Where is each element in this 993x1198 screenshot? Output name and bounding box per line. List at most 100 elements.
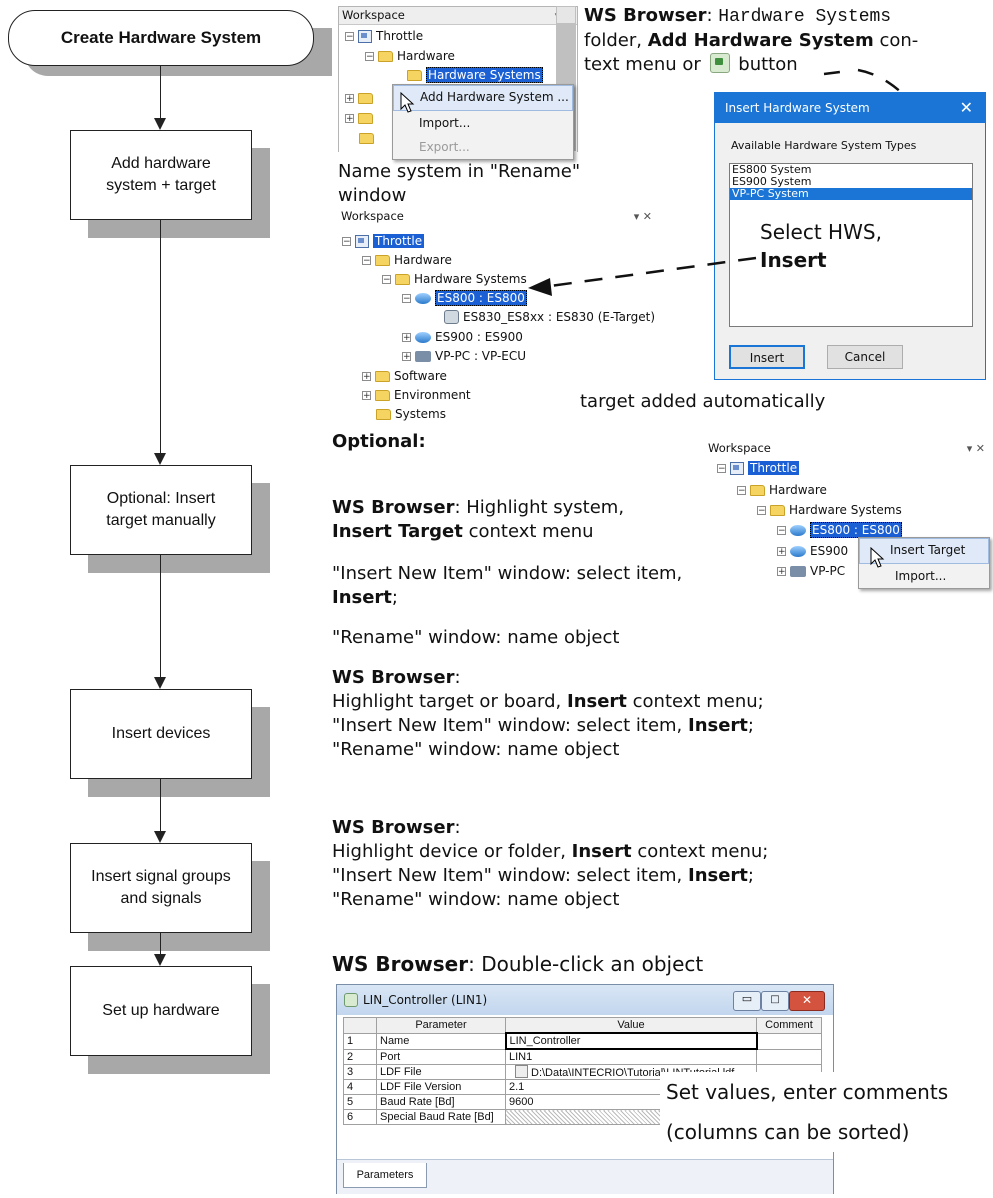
row-comment[interactable] [756,1032,822,1050]
menu-item-import[interactable]: Import... [419,116,471,130]
close-button[interactable]: ✕ [789,991,825,1011]
expand-icon[interactable]: + [777,566,786,577]
collapse-icon[interactable]: − [757,505,766,516]
row-comment[interactable] [756,1048,822,1065]
scrollbar-thumb[interactable] [556,6,576,24]
tree-node-collapsed[interactable]: + [345,109,377,127]
collapse-icon[interactable]: − [737,485,746,496]
note-text: ; [391,587,398,608]
header-parameter[interactable]: Parameter [376,1017,506,1034]
list-item[interactable]: ES900 System [732,175,812,188]
row-value-text: D:\Data\INTECRIO\Tutorial\LINTutorial.ld… [531,1067,735,1079]
row-value[interactable]: LIN_Controller [504,1032,758,1050]
menu-item-import[interactable]: Import... [895,569,947,583]
header-value[interactable]: Value [505,1017,757,1034]
collapse-icon[interactable]: − [365,51,374,62]
tree-node-hardware-systems[interactable]: Hardware Systems [407,66,543,84]
connector-2 [160,220,161,453]
workspace-controls[interactable]: ▾ ✕ [633,210,652,223]
collapse-icon[interactable]: − [777,525,786,536]
note-text: folder, [584,30,648,51]
expand-icon[interactable]: + [345,93,354,104]
tree-node-environment[interactable]: +Environment [362,386,471,404]
expand-icon[interactable]: + [402,351,411,362]
tree-node-es800[interactable]: −ES800 : ES800 [402,289,527,307]
expand-icon[interactable]: + [362,371,371,382]
collapse-icon[interactable]: − [362,255,371,266]
tree-label: ES830_ES8xx : ES830 (E-Target) [463,310,656,324]
folder-icon [407,69,422,81]
tree-node-hardware[interactable]: −Hardware [737,481,827,499]
tree-node-throttle[interactable]: −Throttle [345,27,423,45]
tree-label: Hardware [394,253,452,267]
tree-label: Hardware Systems [414,272,527,286]
menu-item-export[interactable]: Export... [419,140,470,154]
cancel-button[interactable]: Cancel [827,345,903,369]
tree-node-collapsed[interactable]: + [345,89,377,107]
expand-icon[interactable]: + [362,390,371,401]
hws-type-list[interactable]: ES800 System ES900 System VP-PC System [729,163,973,327]
cursor-icon [400,92,415,113]
expand-icon[interactable]: + [777,546,786,557]
tree-node-vp-pc[interactable]: +VP-PC : VP-ECU [402,347,526,365]
tree-node-hardware[interactable]: − Hardware [365,47,455,65]
note-bold: Insert [332,587,392,608]
tree-node-hardware[interactable]: − Hardware [362,251,452,269]
header-index [343,1017,377,1034]
arrowhead-2 [154,453,166,465]
workspace-window-1: Workspace▾ ✕ −Throttle − Hardware Hardwar… [338,6,578,152]
expand-icon[interactable]: + [402,332,411,343]
tree-node-es900[interactable]: + ES900 : ES900 [402,328,523,346]
note-bold: Insert [688,715,748,736]
collapse-icon[interactable]: − [382,274,391,285]
note-text: context menu [462,521,594,542]
header-comment[interactable]: Comment [756,1017,822,1034]
step2-label: Optional: Insert target manually [106,490,216,529]
tree-node-hardware-systems[interactable]: − Hardware Systems [382,270,527,288]
tree-node-throttle[interactable]: −Throttle [342,232,425,250]
insert-button[interactable]: Insert [729,345,805,369]
dashed-arrow-to-es800 [528,256,757,296]
tree-node-collapsed[interactable] [359,129,378,147]
arrowhead-3 [154,677,166,689]
row-value[interactable]: LIN1 [505,1048,757,1065]
table-row[interactable]: 1 Name LIN_Controller [343,1032,822,1050]
collapse-icon[interactable]: − [402,293,411,304]
tree-label: ES900 [810,544,849,558]
tree-node-es830[interactable]: ES830_ES8xx : ES830 (E-Target) [444,308,655,326]
note-bold: WS Browser [332,817,455,838]
row-parameter: LDF File [376,1064,506,1080]
minimize-button[interactable]: ▭ [733,991,761,1011]
tree-node-hardware-systems[interactable]: −Hardware Systems [757,501,902,519]
menu-item-add-hardware-system[interactable]: Add Hardware System ... [393,85,573,111]
tree-node-throttle[interactable]: −Throttle [717,459,800,477]
menu-item-insert-target[interactable]: Insert Target [859,538,989,564]
workspace-controls[interactable]: ▾ ✕ [966,442,985,455]
note-select-hws: Select HWS, Insert [760,218,920,274]
list-item[interactable]: ES800 System [732,163,812,176]
expand-icon[interactable]: + [345,113,354,124]
tree-node-es900[interactable]: + ES900 [777,542,848,560]
file-browse-icon[interactable] [515,1065,528,1078]
note-text: Highlight device or folder, [332,841,572,862]
note-rename: Name system in "Rename" window [338,160,628,208]
tree-label: Hardware [397,49,455,63]
tree-node-es800[interactable]: −ES800 : ES800 [777,521,902,539]
tree-label: ES900 : ES900 [435,330,523,344]
workspace-title: Workspace▾ ✕ [339,7,577,25]
table-row[interactable]: 2 Port LIN1 [343,1048,822,1065]
list-item-selected[interactable]: VP-PC System [730,188,972,200]
note-text: Select HWS, [760,220,882,244]
collapse-icon[interactable]: − [717,463,726,474]
workspace-title-text: Workspace [341,209,404,223]
tree-node-vp-pc[interactable]: +VP-PC [777,562,845,580]
maximize-button[interactable]: □ [761,991,789,1011]
tab-parameters[interactable]: Parameters [343,1163,427,1188]
note-bold: Insert [760,248,827,272]
collapse-icon[interactable]: − [342,236,351,247]
close-icon[interactable]: ✕ [959,98,973,117]
tree-node-software[interactable]: +Software [362,367,447,385]
collapse-icon[interactable]: − [345,31,354,42]
tree-node-systems[interactable]: Systems [376,405,446,423]
note-bold: Insert Target [332,521,463,542]
